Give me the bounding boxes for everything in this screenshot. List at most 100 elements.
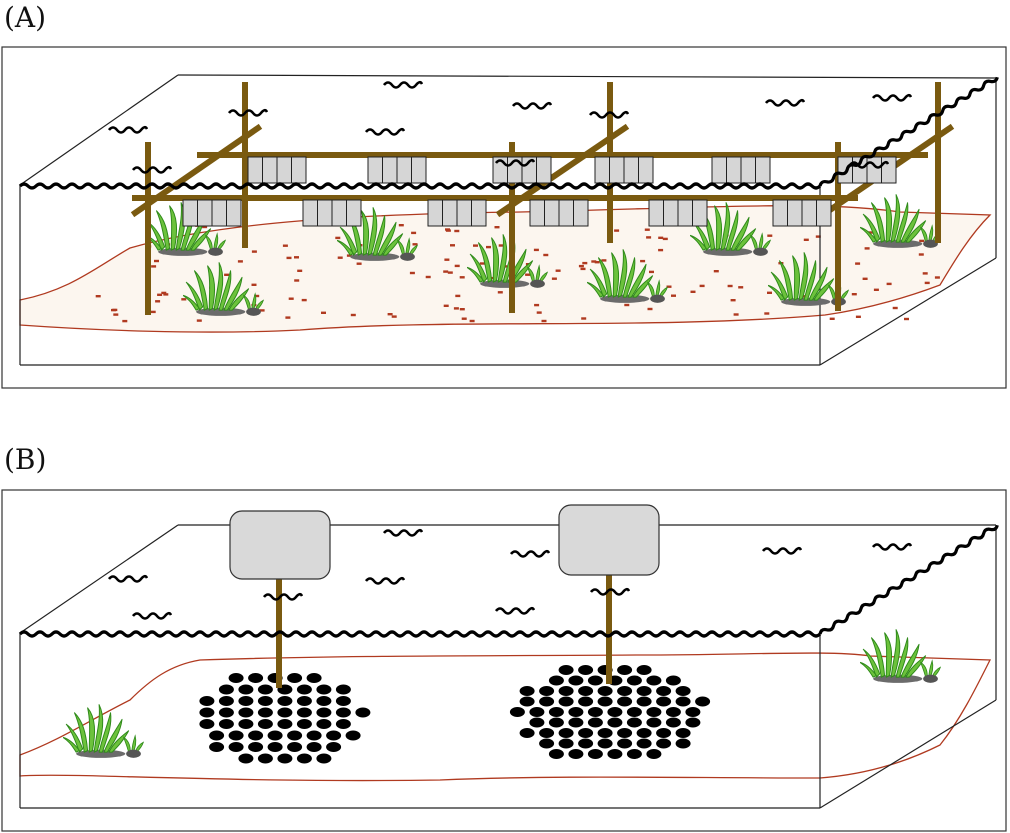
shell-dot [519,696,535,707]
shell-dot [238,719,254,729]
shell-dot [316,684,332,695]
shell-dot [597,728,613,738]
shell-dot [675,728,691,738]
shell-dot [218,719,234,729]
shell-dot [626,675,642,686]
shell-dot [675,686,691,696]
shell-dot [646,675,662,686]
water-surface-edge-b [818,524,999,635]
shell-dot [617,665,633,675]
shell-dot [277,696,293,706]
shell-dot [316,696,332,706]
shell-dot [316,753,332,764]
shell-dot [665,717,681,728]
shell-dot [529,707,545,717]
shell-dot [248,673,264,683]
shell-dot [238,707,254,718]
shell-dot [277,707,293,718]
shell-dot [578,686,594,696]
shell-dot [257,753,273,764]
shell-dot [578,728,594,738]
shell-dot [568,749,584,759]
shell-dot [656,696,672,707]
shell-dot [558,665,574,675]
grid-tray [711,156,771,184]
grid-tray [247,156,307,184]
shell-dot [228,730,244,741]
shell-dot [248,730,264,741]
shell-dot [636,728,652,738]
shell-dot [675,738,691,749]
shell-dot [519,686,535,696]
shell-dot [548,675,564,686]
grid-tray [302,199,362,227]
shell-dot [199,719,215,729]
shell-dot [539,696,555,707]
shell-dot [238,753,254,764]
shell-dot [617,696,633,707]
shell-dot [578,738,594,749]
shell-clusters-b [199,665,711,764]
shell-dot [509,707,525,717]
shell-dot [316,719,332,729]
shell-dot [656,728,672,738]
shell-dot [199,696,215,706]
shell-dot [568,675,584,686]
shell-dot [306,673,322,683]
shell-dot [218,696,234,706]
shell-dot [539,728,555,738]
shell-dot [646,707,662,717]
panel-b-label: (B) [4,443,47,476]
shell-dot [306,742,322,752]
shell-dot [646,749,662,759]
shell-dot [519,728,535,738]
shell-dot [617,686,633,696]
shell-dot [238,696,254,706]
shell-dot [656,686,672,696]
shell-dot [277,719,293,729]
shell-dot [548,749,564,759]
shell-dot [238,684,254,695]
shell-dot [558,686,574,696]
shell-dot [277,753,293,764]
shell-dot [548,717,564,728]
shell-dot [558,728,574,738]
shell-dot [326,730,342,741]
shell-dot [257,696,273,706]
shell-dot [578,696,594,707]
shell-dot [617,738,633,749]
shell-dot [587,749,603,759]
shell-dot [626,707,642,717]
shell-dot [228,673,244,683]
water-surface-edge-a [818,76,999,187]
shell-dot [675,696,691,707]
buoy-left [229,510,331,580]
shell-dot [568,717,584,728]
shell-dot [345,730,361,741]
shell-dot [548,707,564,717]
shell-dot [267,730,283,741]
shell-dot [296,719,312,729]
shell-dot [636,665,652,675]
panel-b-diagram [1,489,1007,832]
shell-dot [695,696,711,707]
shell-dot [316,707,332,718]
shell-dot [607,717,623,728]
shell-dot [296,753,312,764]
grid-tray [367,156,427,184]
shell-dot [656,738,672,749]
shell-dot [587,717,603,728]
shell-dot [636,696,652,707]
grid-tray [427,199,487,227]
shell-dot [287,742,303,752]
shell-dot [209,730,225,741]
shell-dot [636,686,652,696]
grid-tray [182,199,242,227]
shell-dot [626,717,642,728]
grid-tray [529,199,589,227]
shell-dot [296,707,312,718]
water-box-a [19,74,997,366]
shell-dot [587,675,603,686]
shell-dot [257,684,273,695]
